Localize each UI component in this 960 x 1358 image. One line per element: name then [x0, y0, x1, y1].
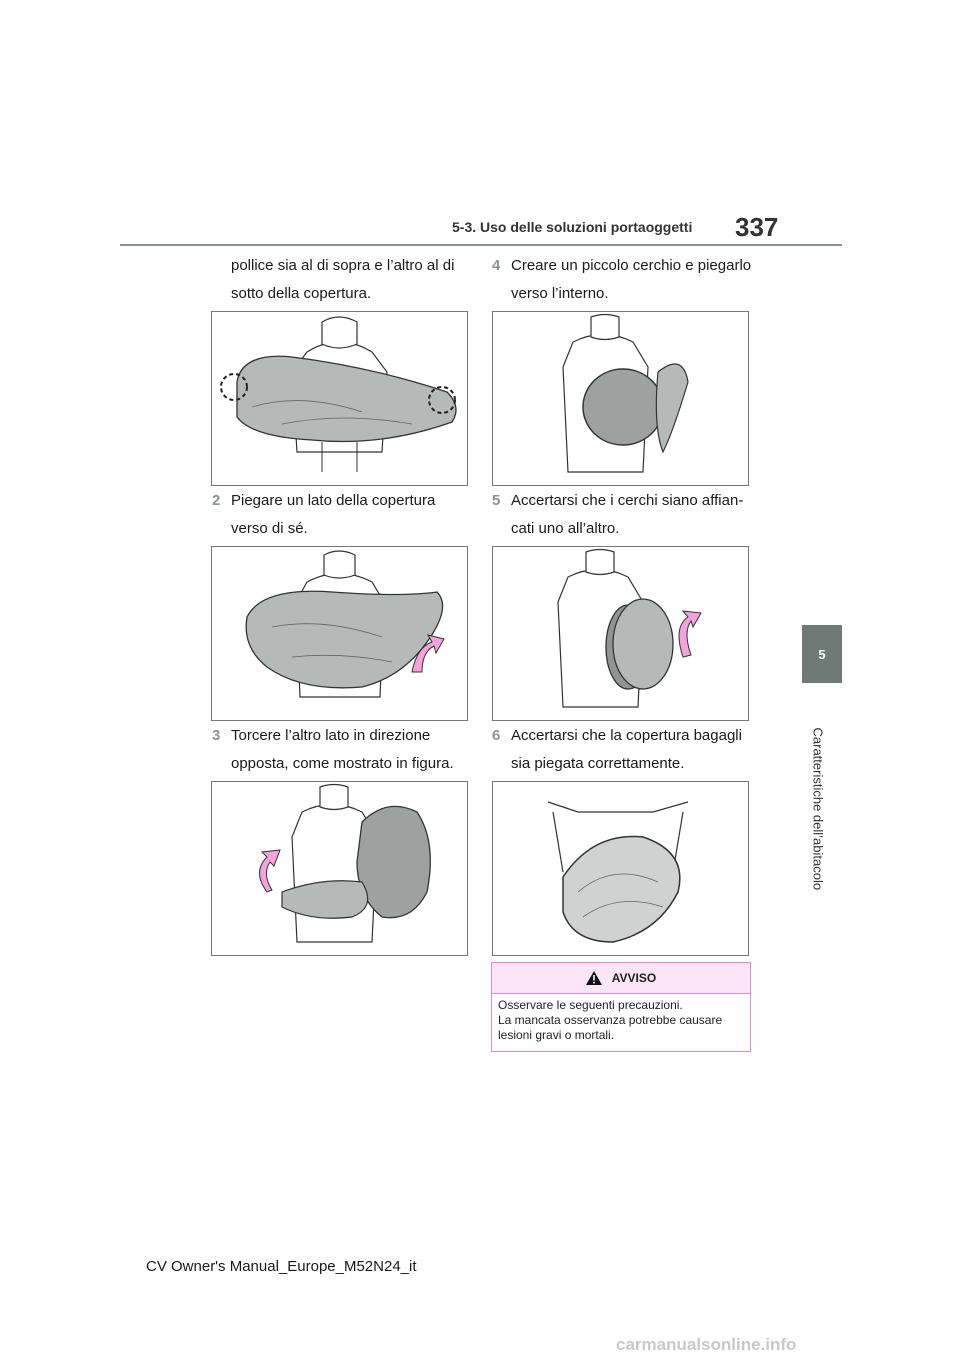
section-title: 5-3. Uso delle soluzioni portaoggetti — [452, 219, 693, 235]
step-4-text: 4 Creare un piccolo cerchio e piegarlo ve… — [492, 252, 762, 308]
step-2-line1: Piegare un lato della copertura — [231, 492, 436, 509]
step-3-number: 3 — [212, 727, 221, 744]
warning-line-2: La mancata osservanza potrebbe causare — [498, 1013, 723, 1027]
chapter-title: Caratteristiche dell’abitacolo — [810, 727, 826, 891]
step-3-line1: Torcere l’altro lato in direzione — [231, 727, 431, 744]
illustration-small-circle — [562, 313, 689, 473]
step-3-line2: opposta, come mostrato in figura. — [231, 755, 454, 772]
page-number: 337 — [735, 212, 779, 242]
chapter-tab[interactable]: 5 — [802, 625, 842, 683]
step-5-number: 5 — [492, 492, 501, 509]
step-1-text: pollice sia al di sopra e l’altro al di … — [212, 252, 472, 308]
warning-line-3: lesioni gravi o mortali. — [498, 1028, 615, 1042]
warning-header: AVVISO — [492, 963, 750, 994]
figure-circles-aligned — [492, 546, 749, 721]
step-2-number: 2 — [212, 492, 221, 509]
step-6-line2: sia piegata correttamente. — [511, 755, 685, 772]
illustration-hold-cover — [220, 316, 457, 472]
warning-box: AVVISO Osservare le seguenti precauzioni… — [491, 962, 751, 1052]
step-3-text: 3 Torcere l’altro lato in direzione oppos… — [212, 722, 472, 778]
step-4-number: 4 — [492, 257, 501, 274]
figure-small-circle — [492, 311, 749, 486]
illustration-twist-side — [259, 783, 431, 943]
step-2-text: 2 Piegare un lato della copertura verso d… — [212, 487, 472, 543]
step-2-line2: verso di sé. — [231, 520, 308, 537]
step-1-line1: pollice sia al di sopra e l’altro al di — [231, 257, 455, 274]
warning-triangle-icon — [585, 971, 602, 985]
step-6-number: 6 — [492, 727, 501, 744]
step-4-line2: verso l’interno. — [511, 285, 609, 302]
illustration-circles-aligned — [557, 548, 702, 708]
step-4-line1: Creare un piccolo cerchio e piegarlo — [511, 257, 752, 274]
watermark: carmanualsonline.info — [616, 1335, 797, 1354]
figure-fold-side — [211, 546, 468, 721]
warning-body: Osservare le seguenti precauzioni. La ma… — [492, 994, 750, 1047]
warning-line-1: Osservare le seguenti precauzioni. — [498, 998, 683, 1012]
figure-hold-cover — [211, 311, 468, 486]
step-5-text: 5 Accertarsi che i cerchi siano affian- c… — [492, 487, 762, 543]
figure-folded-cover — [492, 781, 749, 956]
header-divider — [120, 244, 842, 246]
footer-manual-id: CV Owner's Manual_Europe_M52N24_it — [146, 1258, 417, 1275]
illustration-fold-side — [245, 550, 445, 698]
step-6-text: 6 Accertarsi che la copertura bagagli sia… — [492, 722, 762, 778]
figure-twist-side — [211, 781, 468, 956]
illustration-folded-cover — [547, 801, 689, 943]
warning-title: AVVISO — [611, 971, 657, 985]
step-6-line1: Accertarsi che la copertura bagagli — [511, 727, 742, 744]
step-5-line1: Accertarsi che i cerchi siano affian- — [511, 492, 744, 509]
step-1-line2: sotto della copertura. — [231, 285, 372, 302]
step-5-line2: cati uno all’altro. — [511, 520, 620, 537]
